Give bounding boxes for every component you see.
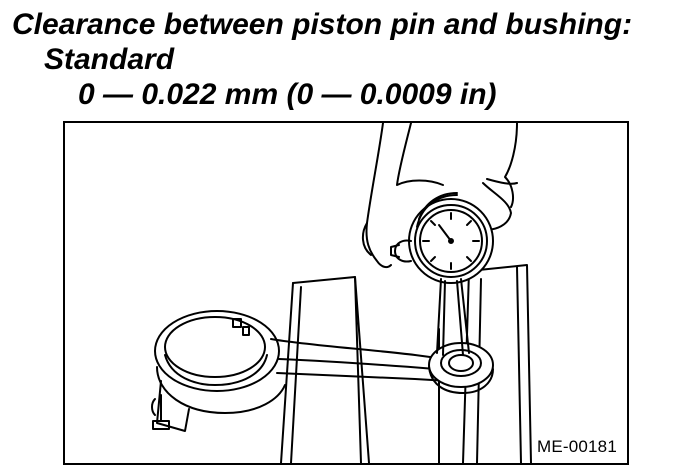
illustration-svg xyxy=(151,123,532,463)
spec-subheading: Standard xyxy=(44,43,175,76)
spec-value: 0 — 0.022 mm (0 — 0.0009 in) xyxy=(78,78,497,111)
connecting-rod-illustration xyxy=(151,310,494,432)
dial-gauge-illustration xyxy=(390,192,494,356)
hand-illustration xyxy=(361,123,518,269)
figure-frame: ME-00181 xyxy=(63,121,629,465)
figure-code: ME-00181 xyxy=(534,437,619,457)
spec-heading: Clearance between piston pin and bushing… xyxy=(12,8,633,41)
